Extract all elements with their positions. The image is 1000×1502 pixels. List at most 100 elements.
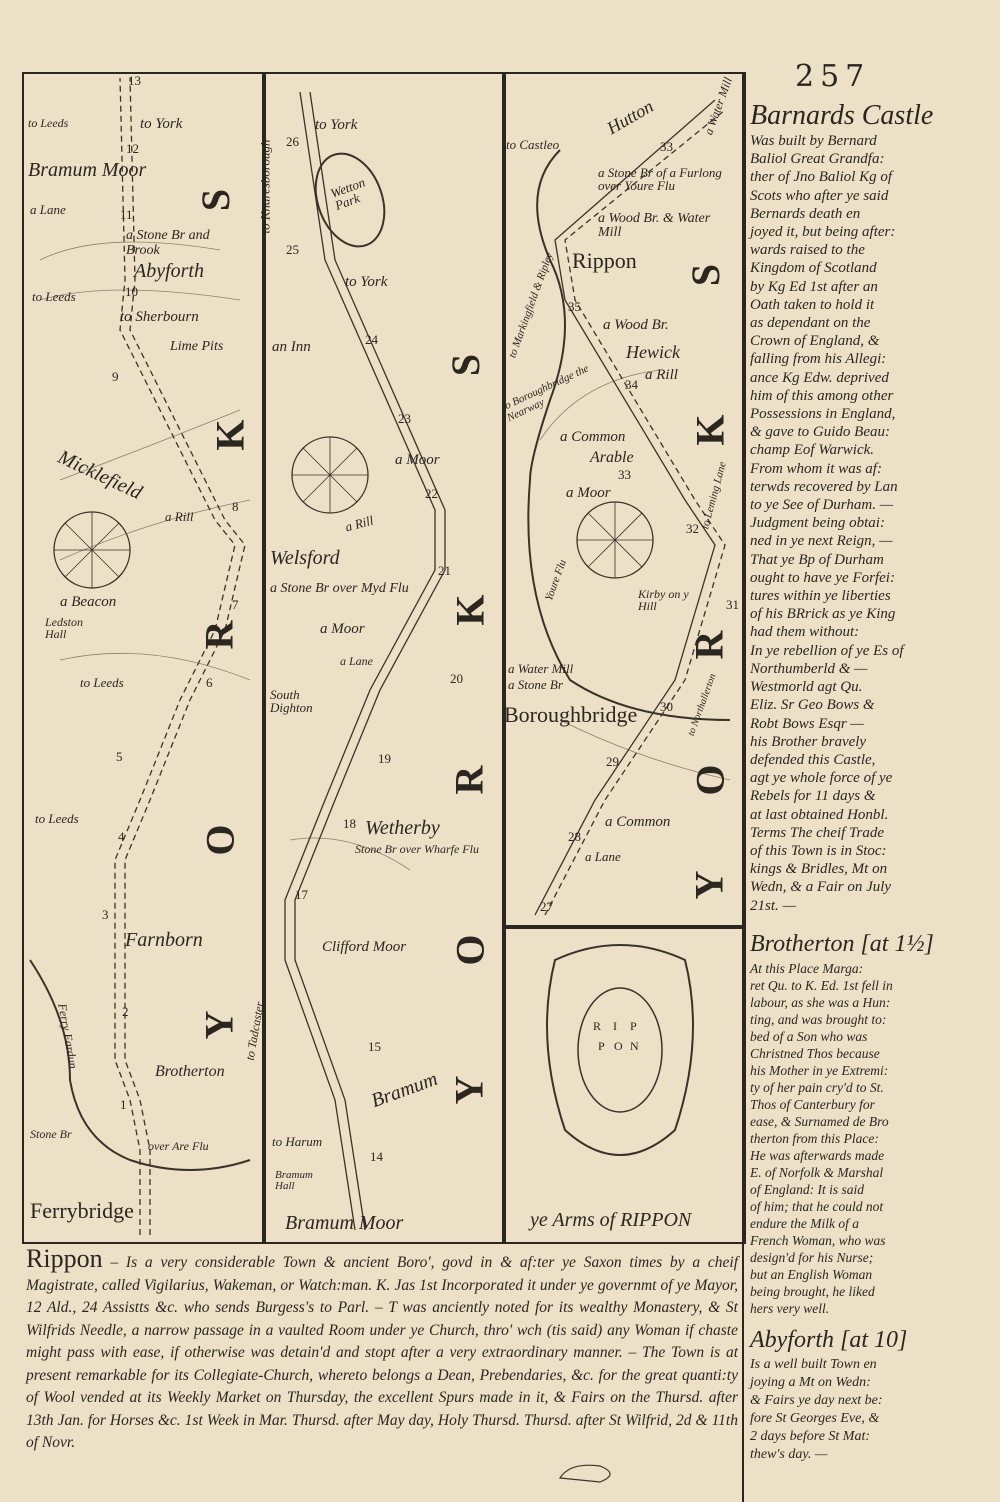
note-line: his Mother in ye Extremi: xyxy=(750,1063,889,1078)
county-letter: S xyxy=(683,263,729,287)
compass-rose-3 xyxy=(576,501,654,579)
map-label: Clifford Moor xyxy=(322,939,407,955)
milestone: 24 xyxy=(365,332,378,347)
map-label: to Leeds xyxy=(80,675,124,690)
note-line: defended this Castle, xyxy=(750,751,876,768)
note-line: ought to have ye Forfei: xyxy=(750,569,895,586)
milestone: 35 xyxy=(568,299,581,314)
road-strip-3-edge xyxy=(544,109,726,916)
county-letter: O xyxy=(687,764,733,796)
cartouche-caption: ye Arms of RIPPON xyxy=(530,1209,692,1231)
milestone: 21 xyxy=(438,563,451,578)
map-label: Rippon xyxy=(572,248,637,273)
note-line: ther of Jno Baliol Kg of xyxy=(750,169,893,186)
note-line: ret Qu. to K. Ed. 1st fell in xyxy=(750,978,893,993)
note-line: of this Town is in Stoc: xyxy=(750,842,887,859)
note-line: Westmorld agt Qu. xyxy=(750,679,863,696)
note-line: joying a Mt on Wedn: xyxy=(750,1375,871,1390)
milestone: 10 xyxy=(125,284,138,299)
map-label: to York xyxy=(140,116,183,132)
milestone: 4 xyxy=(118,829,125,844)
road-strip-1-edge xyxy=(124,77,246,1235)
milestone: 34 xyxy=(625,377,638,392)
map-label: a Wood Br. xyxy=(603,317,669,333)
note-line: Baliol Great Grandfa: xyxy=(750,151,885,168)
cartouche-frame xyxy=(502,925,746,1244)
milestone: 11 xyxy=(120,207,133,222)
note-line: & Fairs ye day next be: xyxy=(750,1393,883,1408)
river-are xyxy=(29,959,251,1171)
note-line: to ye See of Durham. — xyxy=(750,497,894,514)
arms-letter: R xyxy=(593,1019,602,1033)
note-line: E. of Norfolk & Marshal xyxy=(750,1165,884,1180)
county-letter: K xyxy=(207,419,253,451)
note-line: agt ye whole force of ye xyxy=(750,770,893,787)
wetton-park xyxy=(314,152,386,248)
county-letter: K xyxy=(687,414,733,446)
milestone: 19 xyxy=(378,751,391,766)
road-strip-3 xyxy=(534,99,716,916)
milestone: 6 xyxy=(206,675,213,690)
note-line: & gave to Guido Beau: xyxy=(750,424,890,441)
map-label: a Moor xyxy=(320,621,365,637)
map-label: a Stone Br xyxy=(508,677,563,692)
note-line: thew's day. — xyxy=(750,1447,828,1462)
note-line: of England: It is said xyxy=(750,1182,864,1197)
map-label: a Moor xyxy=(566,485,611,501)
county-letter: R xyxy=(196,620,242,650)
rippon-body: – Is a very considerable Town & ancient … xyxy=(26,1254,739,1451)
note-line: terwds recovered by Lan xyxy=(750,478,898,495)
map-label: Farnborn xyxy=(125,929,203,951)
arms-oval xyxy=(577,987,663,1113)
note-line: He was afterwards made xyxy=(750,1148,885,1163)
rippon-note-bracket xyxy=(558,1464,611,1483)
note-line: ting, and was brought to: xyxy=(750,1012,887,1027)
milestone: 26 xyxy=(286,134,299,149)
note-body: Is a well built Town en joying a Mt on We… xyxy=(750,1356,990,1464)
map-label: to Leeds xyxy=(35,811,79,826)
compass-rose-2 xyxy=(291,436,369,514)
map-label: Stone Br over Wharfe Flu xyxy=(355,842,479,856)
map-label: Kirby on y Hill xyxy=(638,587,689,613)
map-label: Lime Pits xyxy=(170,339,224,354)
map-label: Boroughbridge xyxy=(504,702,638,727)
rippon-description: Rippon – Is a very considerable Town & a… xyxy=(26,1246,739,1455)
note-line: hers very well. xyxy=(750,1301,830,1316)
map-label: South Dighton xyxy=(270,687,313,715)
milestone: 12 xyxy=(126,141,139,156)
map-label: Stone Br xyxy=(30,1127,72,1141)
milestone: 14 xyxy=(370,1149,383,1164)
county-letter: O xyxy=(447,934,493,966)
map-label: Bramum Hall xyxy=(275,1169,313,1192)
note-line: Wedn, & a Fair on July xyxy=(750,879,892,896)
rippon-heading: Rippon xyxy=(26,1244,103,1273)
strip-1-frame xyxy=(22,72,266,1244)
county-letter: K xyxy=(447,594,493,626)
note-line: Northumberld & — xyxy=(750,660,868,677)
note-line: therton from this Place: xyxy=(750,1131,879,1146)
arms-letter: I xyxy=(613,1019,617,1033)
map-label: to Harum xyxy=(272,1134,323,1149)
note-line: Thos of Canterbury for xyxy=(750,1097,875,1112)
map-label: a Stone Br and Brook xyxy=(126,228,210,258)
milestone: 7 xyxy=(232,597,239,612)
note-line: Is a well built Town en xyxy=(750,1357,877,1372)
brotherton-note: Brotherton [at 1½] At this Place Marga:r… xyxy=(750,928,990,1317)
note-line: At this Place Marga: xyxy=(750,961,864,976)
milestone: 31 xyxy=(726,597,739,612)
map-label: Bramum Moor xyxy=(28,159,147,181)
arms-letter: P xyxy=(630,1019,637,1033)
county-letter: O xyxy=(197,824,243,856)
milestone: 30 xyxy=(660,699,673,714)
abyforth-note: Abyforth [at 10] Is a well built Town en… xyxy=(750,1324,990,1464)
note-line: bed of a Son who was xyxy=(750,1029,868,1044)
milestone: 28 xyxy=(568,829,581,844)
milestone: 27 xyxy=(540,899,553,914)
map-label: to York xyxy=(315,117,358,133)
map-label: Ferrybridge xyxy=(30,1198,134,1223)
map-label: a Stone Br over Myd Flu xyxy=(270,581,409,596)
county-letter: S xyxy=(443,353,489,377)
map-label: a Common xyxy=(560,429,626,445)
